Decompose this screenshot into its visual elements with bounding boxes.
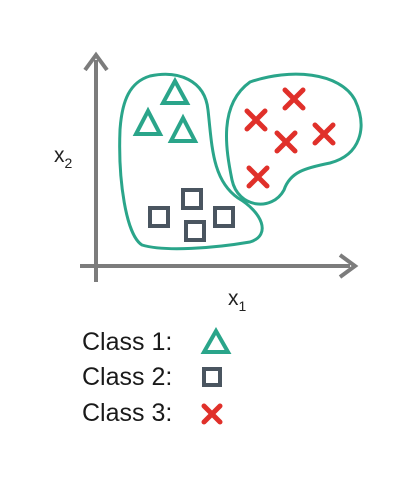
class2-points <box>148 188 235 242</box>
class2-square <box>213 206 235 228</box>
square-icon <box>202 367 222 387</box>
x-axis-label: x1 <box>228 287 247 314</box>
class3-cross <box>282 87 306 111</box>
class2-square <box>184 220 206 242</box>
class3-cross <box>274 130 298 154</box>
triangle-icon <box>200 326 232 354</box>
y-axis-label: x2 <box>54 144 73 171</box>
legend-item-class3: Class 3: <box>82 399 223 427</box>
legend-label: Class 3: <box>82 399 172 427</box>
class3-cross <box>312 122 336 146</box>
legend-label: Class 1: <box>82 328 172 356</box>
class1-triangle <box>167 113 199 143</box>
class2-square <box>181 188 203 210</box>
cross-icon <box>201 403 223 425</box>
axes <box>80 51 359 282</box>
cluster-outline-class1-class2 <box>118 72 264 251</box>
x-axis-arrowhead <box>338 253 359 279</box>
legend-label: Class 2: <box>82 363 172 391</box>
class3-cross <box>246 165 270 189</box>
class3-cross <box>244 108 268 132</box>
class1-points <box>132 76 199 143</box>
legend-item-class2: Class 2: <box>82 363 222 391</box>
y-axis-arrowhead <box>83 51 109 72</box>
cluster-outline-class3 <box>225 72 363 206</box>
class3-points <box>244 87 336 189</box>
legend-item-class1: Class 1: <box>82 326 232 356</box>
class1-triangle <box>132 106 164 136</box>
class2-square <box>148 206 170 228</box>
class1-triangle <box>159 76 191 105</box>
legend: Class 1: Class 2: Class 3: <box>82 326 232 427</box>
